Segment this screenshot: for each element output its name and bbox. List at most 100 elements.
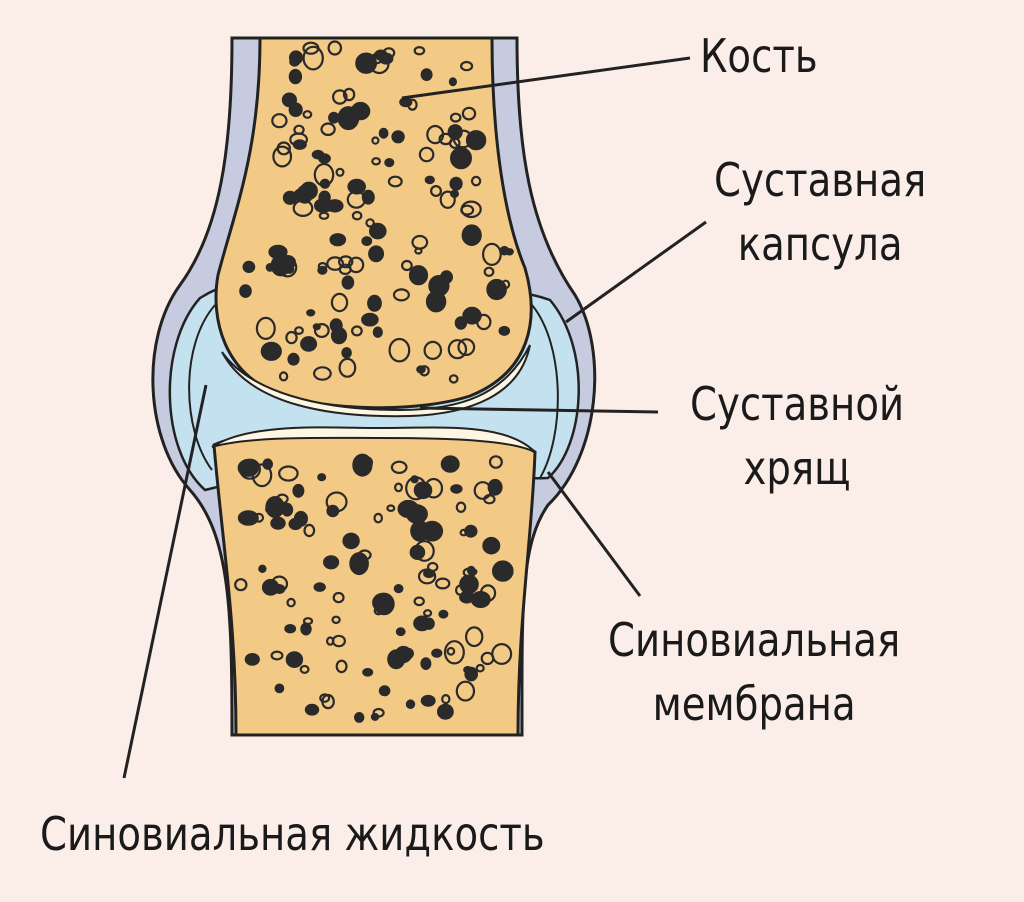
bone-pore [274,683,285,694]
bone-pore [405,476,427,501]
bone-pore [303,523,316,538]
bone-pore [486,278,507,301]
bone-pore [284,624,297,634]
bone-pore [373,592,395,616]
bone-pore [430,185,443,198]
bone-pore [482,536,501,555]
bone-pore [332,591,345,604]
bone-pore [418,146,435,163]
bone-pore [255,316,276,340]
synovial-membrane-left [188,304,216,471]
bone-pore [409,544,426,561]
bone-pore [378,52,394,65]
bone-pore [239,458,262,480]
bone-pore [367,294,382,312]
bone-pore [292,483,305,498]
bone-pore [286,597,296,608]
bone-pore [234,578,248,592]
bone-pore [296,184,313,204]
bone-pore [405,699,416,710]
bone-pore [347,178,366,195]
bone-pore [439,190,456,209]
bone-pore [388,337,411,363]
bone-pore [321,693,335,710]
bone-pore [488,455,503,469]
bone-pore [329,318,343,333]
bone-pore [368,245,385,263]
bone-pore [378,127,389,139]
bone-pore [460,60,474,72]
bone-pore [457,338,476,357]
bone-pore [361,312,379,327]
bone-pore [271,113,288,129]
bone-pore [270,516,286,530]
bone-pore [354,712,365,723]
bone-pore [285,651,304,668]
bone-pore [342,532,360,550]
bone-pore [414,247,423,255]
bone-pore [455,680,476,702]
bone-pore [350,101,371,121]
bone-pore [331,89,348,105]
bone-pore [384,158,395,168]
bone-pore [463,666,473,674]
bone-pore [329,233,347,247]
leader-line-cartilage [419,406,659,414]
bone-pore [378,685,391,697]
bone-pore [450,484,463,494]
bone-pore [317,473,327,482]
bone-pore [281,92,297,108]
bone-pore [449,176,463,191]
bone-pore [440,455,460,473]
leader-line-capsule [565,220,707,324]
bone-pore [419,365,430,377]
bone-pore [426,124,445,145]
leader-line-fluid [122,384,208,779]
bone-pore [438,609,449,619]
bone-pore [341,347,352,359]
leader-line-membrane [546,471,642,597]
bone-pore [392,288,410,302]
bone-pore [455,501,467,513]
bone-pore [441,693,451,705]
bone-pore [338,357,357,378]
upper-cartilage [221,344,531,418]
bone-pore [427,561,439,573]
bone-pore [325,491,348,513]
bone-pore [328,111,340,124]
bone-pore [449,112,462,123]
bone-pore [443,640,465,665]
bone-pore [447,339,468,360]
bone-pore [260,341,282,361]
bone-pore [372,326,383,338]
bone-pore [300,336,318,352]
bone-pore [470,175,482,187]
bone-pore [448,77,457,87]
bone-pore [357,549,372,561]
bone-pore [371,136,380,145]
label-cartilage-line1: Суставной [690,377,905,431]
label-capsule: Суставная капсула [714,148,926,276]
bone-pore [423,609,433,618]
bone-pore [401,259,413,272]
bone-pore [299,664,310,674]
bone-pore [428,274,450,297]
bone-pore [399,96,413,108]
bone-pore [313,366,332,381]
bone-pore [285,330,298,345]
spongy-bone-texture [234,40,514,723]
bone-pore [459,590,475,604]
bone-pore [413,596,425,607]
bone-pore [413,615,431,632]
bone-pore [244,653,260,666]
bone-pore [335,659,348,674]
bone-pore [462,306,482,325]
bone-pore [311,149,325,160]
bone-pore [288,517,303,531]
bone-pore [352,459,362,468]
leader-line-bone [401,56,691,100]
bone-pore [413,46,426,56]
bone-pore [420,694,436,707]
bone-pore [342,87,356,102]
